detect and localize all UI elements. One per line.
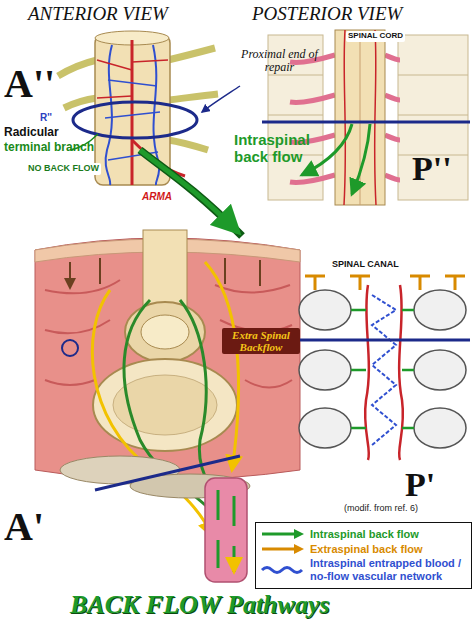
intraspinal-flow: [352, 124, 370, 194]
nerve-root: [58, 60, 97, 76]
cord-midline: [360, 30, 361, 205]
lamina: [414, 290, 466, 330]
legend-row: Intraspinal entrapped blood / no-flow va…: [260, 557, 467, 582]
arma-artery: [132, 140, 185, 176]
repair-line: [262, 121, 470, 124]
blue-network: [372, 295, 396, 445]
legend-row: Extraspinal back flow: [260, 543, 467, 556]
part-label: Radicular: [4, 126, 59, 139]
lamina: [299, 408, 351, 448]
view-heading: POSTERIOR VIEW: [252, 4, 402, 25]
part-label: SPINAL CANAL: [330, 259, 401, 271]
legend-swatch-box: [260, 528, 306, 540]
extraspinal-flow: [92, 290, 212, 536]
legend-swatch: [262, 547, 296, 550]
nerve-root: [168, 94, 218, 100]
flow-note: NO BACK FLOW: [26, 163, 101, 175]
artery-branch: [97, 60, 168, 98]
lamina: [299, 290, 351, 330]
lamina: [414, 350, 466, 390]
spinal-cord: [335, 30, 385, 205]
flow-label: Intraspinal back flow: [234, 132, 334, 165]
legend-text: Extraspinal back flow: [310, 543, 422, 556]
legend-arrowhead: [294, 529, 304, 539]
panel-letter: A'': [4, 62, 55, 106]
view-heading: ANTERIOR VIEW: [28, 4, 168, 25]
backflow-arrow-outline: [140, 150, 242, 236]
legend-text: Intraspinal entrapped blood / no-flow va…: [310, 557, 467, 582]
posterior-artery: [344, 30, 376, 205]
repair-ring: [73, 102, 197, 138]
flow-label: Extra Spinal Backflow: [222, 328, 300, 354]
legend-text: Intraspinal back flow: [310, 528, 419, 541]
vein: [106, 45, 112, 185]
green-branch: [351, 310, 414, 428]
marker-circle: [62, 340, 78, 356]
spinal-canal-figure: [292, 276, 470, 460]
repair-line: [95, 456, 240, 490]
bone-column: [398, 35, 468, 200]
panel-letter: A': [4, 505, 44, 549]
lamina: [299, 350, 351, 390]
part-label: R'': [40, 112, 52, 123]
panel-letter: P': [405, 466, 435, 503]
legend-row: Intraspinal back flow: [260, 528, 467, 541]
lamina: [414, 408, 466, 448]
part-label: ARMA: [140, 190, 174, 203]
part-label: terminal branch: [4, 141, 94, 154]
vein: [105, 80, 160, 160]
panel-letter: P'': [412, 150, 452, 187]
orange-branch: [305, 276, 465, 290]
source-note: (modif. from ref. 6): [342, 503, 420, 515]
aorta: [205, 478, 247, 582]
legend-swatch: [262, 567, 302, 572]
legend-arrowhead: [294, 544, 304, 554]
repair-line: [292, 339, 470, 342]
cord-section: [141, 315, 189, 349]
backflow-arrow: [140, 150, 238, 232]
vertebral-arch: [125, 302, 205, 362]
extraspinal-flow: [205, 262, 239, 470]
legend-box: Intraspinal back flowExtraspinal back fl…: [255, 522, 472, 589]
leader-arrow: [202, 86, 240, 112]
aortic-flow: [218, 490, 234, 572]
small-arrow: [70, 258, 260, 288]
diagram-title: BACK FLOW Pathways: [70, 591, 330, 620]
nerve-root: [385, 55, 400, 180]
part-label: SPINAL CORD: [346, 31, 405, 42]
vertebral-body: [93, 359, 237, 451]
legend-swatch-box: [260, 543, 306, 555]
nerve-root: [168, 48, 215, 60]
nerve-root: [168, 140, 208, 150]
anterior-cord-figure: [58, 31, 242, 236]
note-label: Proximal end of repair: [232, 48, 327, 74]
legend-swatch-box: [260, 564, 306, 576]
legend-swatch: [262, 533, 296, 536]
